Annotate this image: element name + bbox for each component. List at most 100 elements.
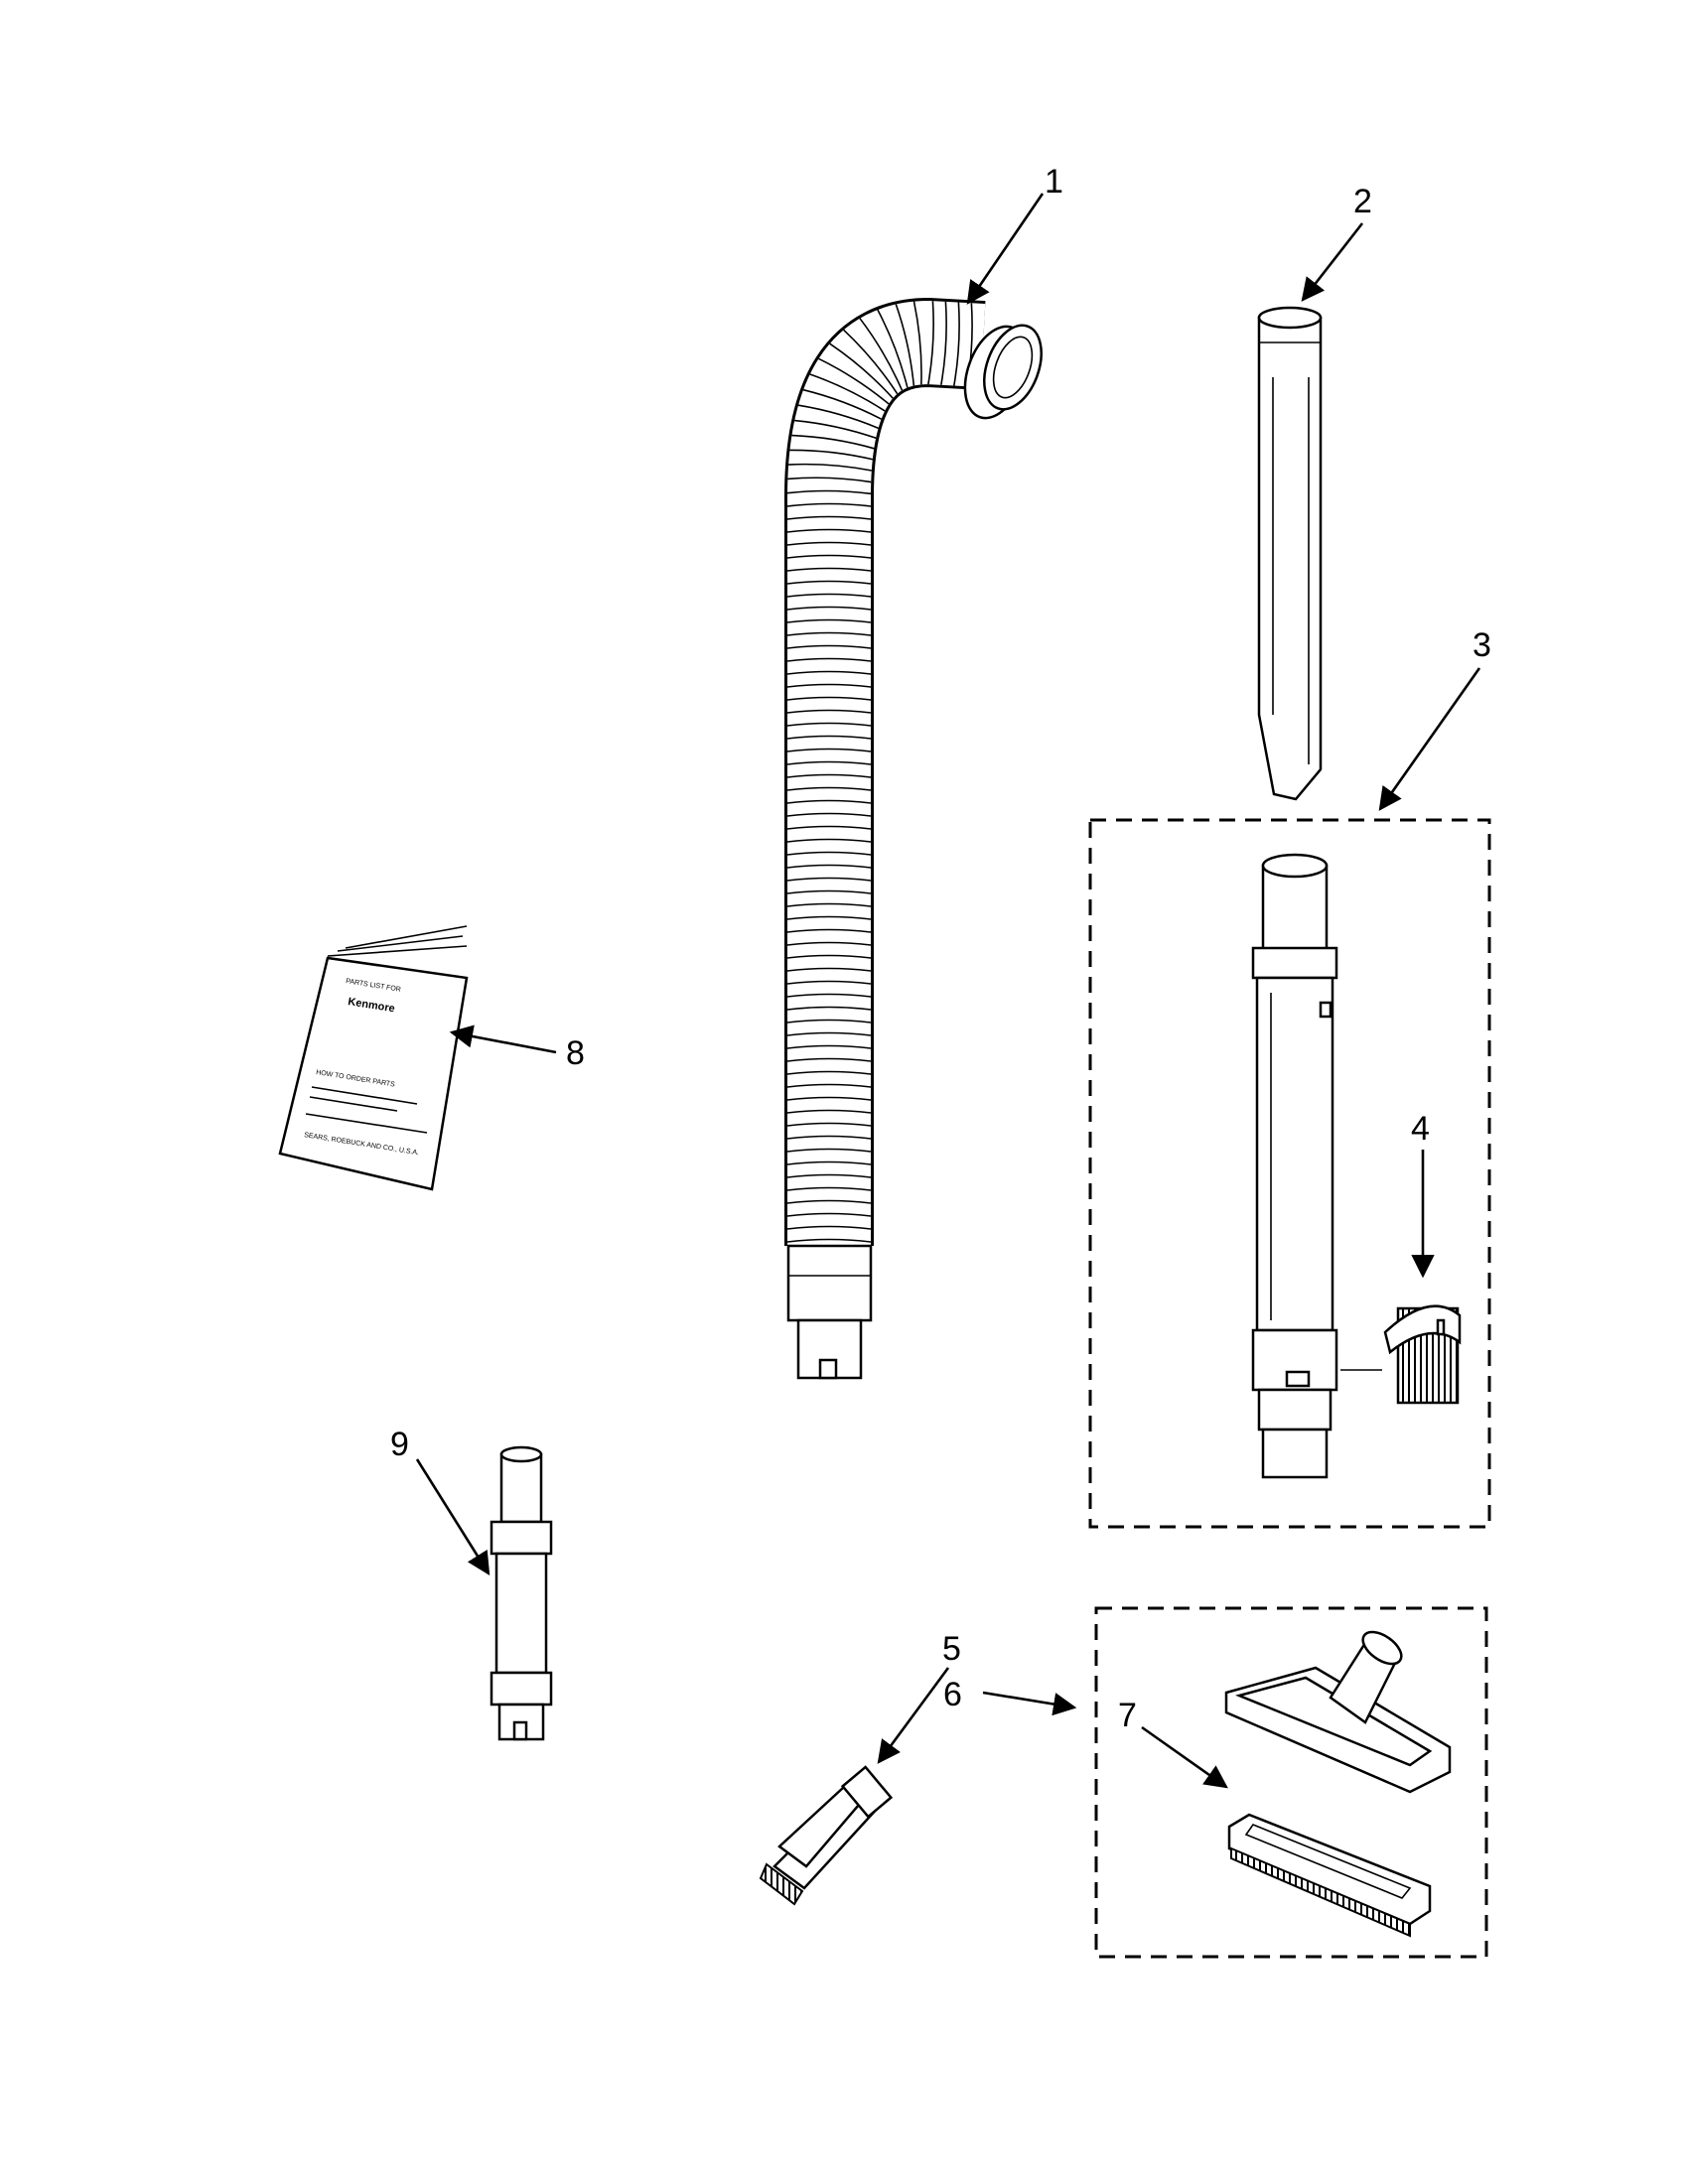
hose-rib	[786, 1199, 872, 1204]
hose-rib	[786, 489, 872, 495]
hose-rib	[786, 1096, 872, 1101]
hose-rib	[953, 302, 960, 386]
arrow-7	[1141, 1725, 1228, 1789]
arrow-6	[982, 1691, 1077, 1716]
hose-rib	[927, 301, 934, 385]
hose-rib	[794, 419, 877, 440]
hose-rib	[786, 1006, 872, 1011]
hose-rib	[818, 357, 890, 405]
parts-list-booklet-part: PARTS LIST FOR Kenmore HOW TO ORDER PART…	[278, 925, 469, 1191]
extension-hose-part	[490, 1445, 553, 1741]
hose-rib	[786, 1212, 872, 1217]
hose-rib	[843, 329, 899, 395]
arrow-1	[966, 193, 1045, 305]
hose-rib	[786, 657, 872, 662]
hose-rib	[940, 301, 947, 385]
hose-rib	[791, 434, 875, 450]
hose-rib	[786, 954, 872, 959]
hose-rib	[786, 1225, 872, 1230]
arrow-3	[1378, 667, 1481, 811]
hose-rib	[786, 696, 872, 701]
hose-rib	[786, 528, 872, 533]
hose-rib	[786, 902, 872, 907]
hose-rib	[786, 760, 872, 765]
hose-rib	[786, 1057, 872, 1062]
hose-rib	[786, 877, 872, 882]
hose-rib	[786, 1173, 872, 1178]
callout-arrows	[415, 193, 1481, 1789]
callout-7: 7	[1118, 1697, 1137, 1734]
hose-rib	[786, 1135, 872, 1140]
hose-rib	[786, 644, 872, 649]
hose-rib	[786, 735, 872, 740]
hose-rib	[786, 580, 872, 585]
hose-rib	[786, 1148, 872, 1153]
hose-rib	[786, 773, 872, 778]
arrow-2	[1301, 222, 1364, 302]
hose-rib	[786, 606, 872, 611]
callout-2: 2	[1353, 183, 1372, 220]
hose-rib	[786, 851, 872, 856]
hose-rib	[786, 993, 872, 998]
hose-rib	[786, 1109, 872, 1114]
brush-insert-part	[1227, 1813, 1432, 1938]
hose-rib	[786, 915, 872, 920]
hose-rib	[786, 554, 872, 559]
hose-rib	[802, 388, 883, 420]
callout-3: 3	[1473, 626, 1491, 664]
hose-rib	[786, 812, 872, 817]
hose-rib	[786, 709, 872, 714]
hose-rib	[895, 304, 915, 386]
hose-rib	[786, 748, 872, 752]
wand-clip-part	[1340, 1304, 1462, 1405]
arrow-8	[449, 1024, 557, 1054]
hose-rib	[786, 683, 872, 688]
hose-rib	[786, 593, 872, 598]
hose-rib	[786, 838, 872, 843]
callout-5: 5	[942, 1630, 961, 1668]
floor-tool-part	[1224, 1630, 1452, 1794]
arrow-5	[877, 1667, 950, 1764]
hose-rib	[786, 1019, 872, 1024]
callout-8: 8	[566, 1034, 585, 1072]
crevice-tool-part	[1257, 306, 1323, 801]
wand-assembly-box	[1088, 818, 1491, 1529]
callout-labels: 1 2 3 4 5 6 7 8 9	[390, 163, 1491, 1734]
hose-rib	[786, 799, 872, 804]
hose-rib	[788, 463, 873, 472]
hose-rib	[786, 1070, 872, 1075]
hose-rib	[786, 1160, 872, 1165]
dusting-brush-part	[759, 1765, 894, 1906]
hose-rib	[786, 631, 872, 636]
wand-part	[1251, 853, 1338, 1479]
arrow-9	[415, 1458, 491, 1575]
hose-rib	[786, 786, 872, 791]
hose-rib	[786, 1083, 872, 1088]
callout-9: 9	[390, 1426, 409, 1463]
hose-part	[784, 297, 1043, 1380]
hose-rib	[786, 864, 872, 869]
hose-rib	[786, 889, 872, 894]
hose-rib	[786, 928, 872, 933]
hose-rib	[786, 825, 872, 830]
callout-4: 4	[1411, 1110, 1430, 1148]
callout-1: 1	[1045, 163, 1063, 201]
hose-rib	[786, 618, 872, 623]
floor-tool-kit-box	[1094, 1606, 1488, 1959]
hose-rib	[786, 980, 872, 985]
hose-rib	[786, 670, 872, 675]
hose-rib	[786, 1031, 872, 1036]
hose-rib	[789, 449, 874, 461]
callout-6: 6	[943, 1676, 962, 1713]
hose-rib	[786, 567, 872, 572]
hose-rib	[787, 477, 872, 483]
hose-rib	[859, 318, 904, 391]
hose-rib	[912, 301, 922, 385]
hose-rib	[786, 967, 872, 972]
hose-rib	[786, 515, 872, 520]
hose-rib	[786, 1122, 872, 1127]
hose-rib	[786, 941, 872, 946]
hose-rib	[786, 1238, 872, 1243]
hose-rib	[786, 1186, 872, 1191]
